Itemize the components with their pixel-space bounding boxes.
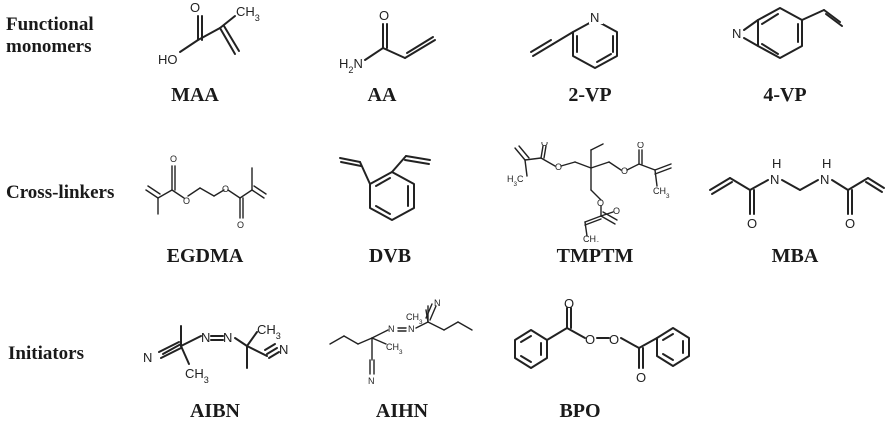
egdma-o-bottom-label: O	[237, 220, 244, 230]
mba-o2-label: O	[845, 216, 855, 231]
aibn-structure: N N N CH3 CH3 N	[143, 322, 288, 385]
compound-name-4vp: 4-VP	[763, 84, 807, 106]
vp2-n-label: N	[590, 10, 599, 25]
vp4-n-label: N	[732, 26, 741, 41]
row-label-functional-monomers: Functional monomers	[6, 14, 94, 58]
compound-name-bpo: BPO	[559, 400, 601, 422]
tmptm-o-bottom-label: O	[613, 206, 620, 216]
mba-n1-label: N	[770, 172, 779, 187]
aihn-structure: N N N N CH3 CH3	[329, 298, 473, 386]
compound-name-aa: AA	[367, 84, 397, 106]
mba-n2-label: N	[820, 172, 829, 187]
aa-h2n-label: H2N	[339, 56, 363, 74]
egdma-o-top-label: O	[170, 154, 177, 164]
bpo-structure: O O O O	[514, 298, 690, 385]
aibn-n-cn-left-label: N	[143, 350, 152, 365]
aa-o-label: O	[379, 8, 389, 23]
aihn-n-cn-bottom-label: N	[368, 376, 375, 386]
tmptm-o-top-left-label: O	[541, 142, 548, 148]
row-label-cross-linkers: Cross-linkers	[6, 182, 115, 203]
tmptm-o-ester-bottom-label: O	[597, 198, 604, 208]
compound-name-dvb: DVB	[368, 245, 412, 267]
compound-4vp: N	[722, 2, 872, 74]
dvb-structure	[339, 155, 431, 221]
aa-structure: O H2N	[339, 8, 436, 74]
compound-name-egdma: EGDMA	[166, 245, 244, 267]
compound-aibn: N N N CH3 CH3 N	[135, 312, 295, 392]
mba-structure: N H N H O O	[709, 156, 885, 231]
compound-tmptm: O O O O O O H3C CH3 CH3	[505, 142, 685, 242]
aibn-n-azo2-label: N	[223, 330, 232, 345]
maa-ho-label: HO	[158, 52, 178, 67]
mba-h2-label: H	[822, 156, 831, 171]
tmptm-o-ester-right-label: O	[621, 166, 628, 176]
vp4-structure: N	[728, 7, 843, 59]
maa-ch3-label: CH3	[236, 4, 260, 23]
row-label-initiators: Initiators	[8, 343, 84, 364]
compound-maa: O CH3 HO	[150, 2, 300, 74]
vp2-structure: N	[530, 10, 618, 69]
maa-o-label: O	[190, 2, 200, 15]
tmptm-h3c-label: H3C	[507, 174, 524, 188]
compound-dvb	[330, 150, 450, 235]
egdma-o-ester1-label: O	[183, 196, 190, 206]
compound-2vp: N	[525, 2, 675, 74]
compound-name-tmptm: TMPTM	[556, 245, 634, 267]
aihn-ch3-top-label: CH3	[406, 312, 423, 326]
tmptm-ch3b-label: CH3	[583, 234, 600, 242]
aibn-n-azo1-label: N	[201, 330, 210, 345]
compound-aihn: N N N N CH3 CH3	[322, 298, 502, 388]
tmptm-structure: O O O O O O H3C CH3 CH3	[507, 142, 672, 242]
bpo-o-peroxy2-label: O	[609, 332, 619, 347]
row-label-line-2: monomers	[6, 36, 92, 57]
compound-name-aihn: AIHN	[375, 400, 429, 422]
compound-name-2vp: 2-VP	[568, 84, 612, 106]
bpo-o-peroxy1-label: O	[585, 332, 595, 347]
aihn-ch3-label: CH3	[386, 342, 403, 356]
aihn-n-azo1-label: N	[388, 324, 395, 334]
maa-structure: O CH3 HO	[158, 2, 260, 67]
aibn-ch3-label: CH3	[257, 322, 281, 341]
tmptm-o-top-right-label: O	[637, 142, 644, 150]
row-label-line-1: Functional	[6, 14, 94, 35]
compound-bpo: O O O O	[505, 298, 705, 388]
egdma-o-ester2-label: O	[222, 184, 229, 194]
compound-mba: N H N H O O	[706, 150, 886, 235]
egdma-structure: O O O O	[145, 154, 267, 230]
bpo-o-carbonyl2-label: O	[636, 370, 646, 385]
compound-name-maa: MAA	[171, 84, 219, 106]
aibn-ch3-bottom-label: CH3	[185, 366, 209, 385]
aihn-n-cn-top-label: N	[434, 298, 441, 308]
mba-h1-label: H	[772, 156, 781, 171]
compound-name-mba: MBA	[771, 245, 819, 267]
bpo-o-carbonyl1-label: O	[564, 298, 574, 311]
mba-o1-label: O	[747, 216, 757, 231]
tmptm-ch3-label: CH3	[653, 186, 670, 200]
aibn-n-cn-right-label: N	[279, 342, 288, 357]
tmptm-o-ester-left-label: O	[555, 162, 562, 172]
compound-egdma: O O O O	[140, 150, 270, 232]
aihn-n-azo2-label: N	[408, 324, 415, 334]
compound-name-aibn: AIBN	[189, 400, 240, 422]
compound-aa: O H2N	[335, 2, 485, 74]
